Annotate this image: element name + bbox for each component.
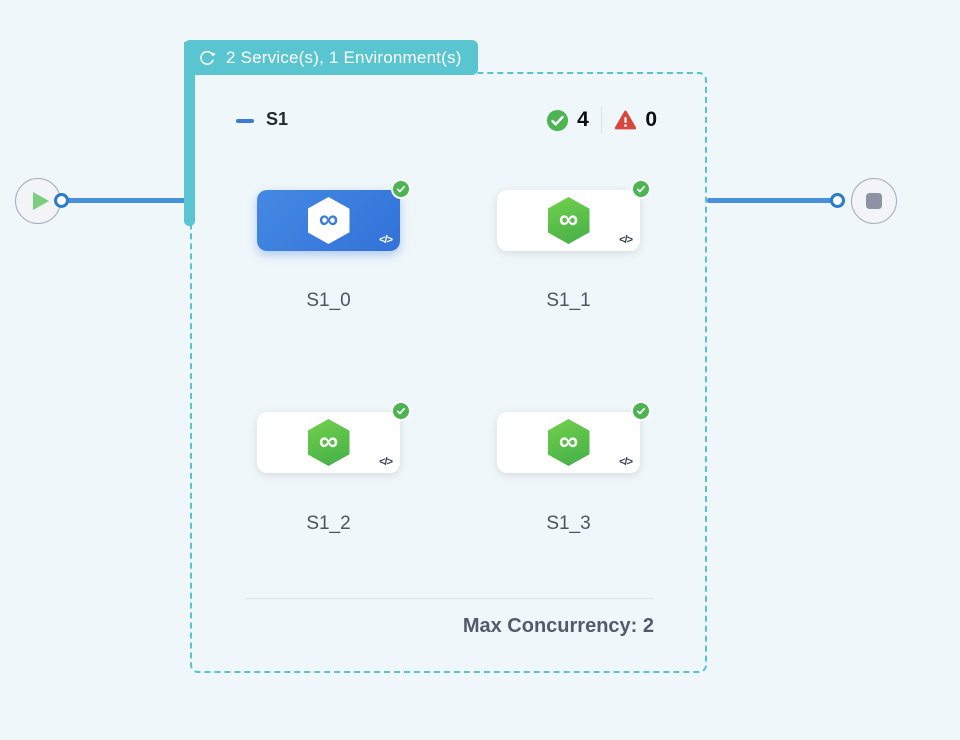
group-title: S1 bbox=[266, 109, 289, 129]
service-label: S1_2 bbox=[306, 513, 351, 534]
badge-label: 2 Service(s), 1 Environment(s) bbox=[226, 47, 462, 67]
success-icon bbox=[546, 109, 569, 132]
play-icon bbox=[32, 192, 49, 210]
failed-count: 0 bbox=[645, 108, 657, 131]
status-cluster: 4 0 bbox=[546, 105, 657, 135]
success-check-badge bbox=[391, 401, 411, 421]
infinity-icon: ∞ bbox=[318, 426, 339, 456]
service-hexagon-icon: ∞ bbox=[547, 197, 590, 244]
connector-point-right[interactable] bbox=[830, 193, 845, 208]
infinity-icon: ∞ bbox=[318, 204, 339, 234]
code-icon: </> bbox=[379, 234, 393, 246]
service-node-s1-3[interactable]: ∞ </> bbox=[497, 401, 651, 473]
start-node[interactable] bbox=[15, 178, 61, 224]
service-node-s1-1[interactable]: ∞ </> bbox=[497, 179, 651, 251]
service-hexagon-icon: ∞ bbox=[307, 419, 350, 466]
code-icon: </> bbox=[379, 456, 393, 468]
success-check-badge bbox=[631, 401, 651, 421]
stop-icon bbox=[866, 193, 882, 209]
code-icon: </> bbox=[619, 456, 633, 468]
service-label: S1_1 bbox=[546, 290, 591, 311]
loop-icon bbox=[197, 48, 217, 68]
code-icon: </> bbox=[619, 234, 633, 246]
edge-start-to-group bbox=[61, 198, 192, 203]
end-node[interactable] bbox=[851, 178, 897, 224]
max-concurrency-label: Max Concurrency: 2 bbox=[462, 615, 654, 637]
connector-point-left[interactable] bbox=[54, 193, 69, 208]
service-label: S1_0 bbox=[306, 290, 351, 311]
service-node-s1-0[interactable]: ∞ </> bbox=[257, 179, 411, 251]
loop-strategy-strip bbox=[184, 42, 195, 226]
service-label: S1_3 bbox=[546, 513, 591, 534]
infinity-icon: ∞ bbox=[558, 204, 579, 234]
status-divider bbox=[600, 106, 603, 134]
stage-group-container: S1 4 0 ∞ bbox=[190, 72, 707, 673]
service-hexagon-icon: ∞ bbox=[547, 419, 590, 466]
failed-icon bbox=[614, 109, 637, 132]
service-node-s1-2[interactable]: ∞ </> bbox=[257, 401, 411, 473]
services-environments-badge[interactable]: 2 Service(s), 1 Environment(s) bbox=[184, 40, 478, 75]
collapse-icon[interactable] bbox=[236, 119, 254, 123]
infinity-icon: ∞ bbox=[558, 426, 579, 456]
service-hexagon-icon: ∞ bbox=[307, 197, 350, 244]
success-check-badge bbox=[391, 179, 411, 199]
footer-divider bbox=[245, 598, 654, 599]
success-count: 4 bbox=[577, 108, 589, 131]
success-check-badge bbox=[631, 179, 651, 199]
edge-group-to-end bbox=[707, 198, 838, 203]
